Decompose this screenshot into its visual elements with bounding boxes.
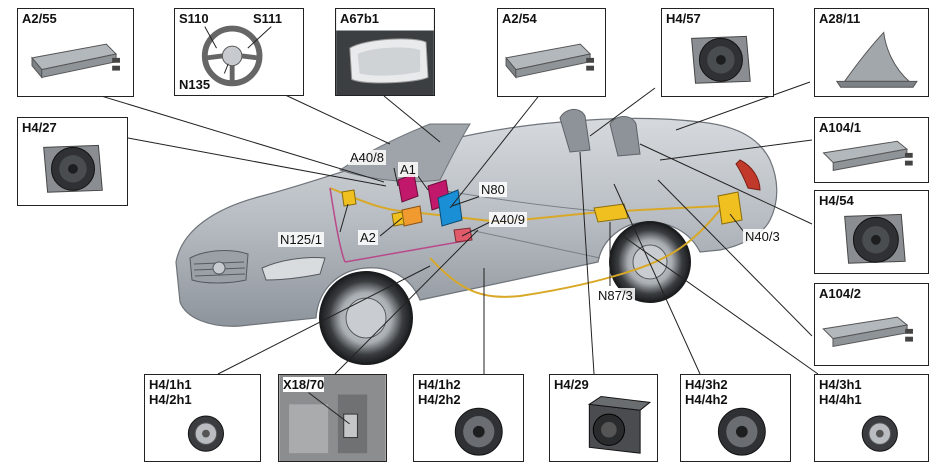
callout-a1: A1 <box>398 162 418 177</box>
label-h4-27: H4/27 <box>22 120 57 135</box>
antenna-module-icon <box>31 43 120 79</box>
box-h4-54: H4/54 <box>814 190 929 274</box>
label-a2-55: A2/55 <box>22 11 57 26</box>
label-h4-3h2: H4/3h2 <box>685 377 728 392</box>
box-a67b1: A67b1 <box>335 8 435 96</box>
label-a28-11: A28/11 <box>819 11 861 26</box>
box-h4-29: H4/29 <box>549 374 658 462</box>
label-n135: N135 <box>179 77 211 92</box>
label-h4-2h1: H4/2h1 <box>149 392 192 407</box>
box-h4-3h1: H4/3h1 H4/4h1 <box>814 374 929 462</box>
label-h4-4h1: H4/4h1 <box>819 392 862 407</box>
antenna-module-icon <box>822 316 913 348</box>
rearview-mirror-icon <box>336 9 434 95</box>
box-a2-54: A2/54 <box>497 8 606 97</box>
tweeter-icon <box>861 415 898 452</box>
steering-wheel-icon <box>201 25 272 87</box>
box-h4-3h2: H4/3h2 H4/4h2 <box>680 374 791 462</box>
label-h4-57: H4/57 <box>666 11 701 26</box>
speaker-icon <box>844 213 906 264</box>
label-h4-29: H4/29 <box>554 377 589 392</box>
label-h4-4h2: H4/4h2 <box>685 392 728 407</box>
box-a104-1: A104/1 <box>814 117 929 183</box>
label-a2-54: A2/54 <box>502 11 537 26</box>
label-x18-70: X18/70 <box>283 377 325 392</box>
box-x18-70: X18/70 <box>278 374 387 462</box>
box-h4-57: H4/57 <box>661 8 774 97</box>
antenna-module-icon <box>505 43 595 79</box>
callout-a40-8: A40/8 <box>348 150 386 165</box>
callout-a40-9: A40/9 <box>489 212 527 227</box>
speaker-icon <box>454 407 503 456</box>
label-s111: S111 <box>253 11 282 26</box>
tweeter-icon <box>187 415 224 452</box>
label-s110: S110 <box>179 11 209 26</box>
label-h4-3h1: H4/3h1 <box>819 377 862 392</box>
label-h4-54: H4/54 <box>819 193 854 208</box>
speaker-icon <box>691 35 751 84</box>
callout-a2: A2 <box>358 230 378 245</box>
label-a67b1: A67b1 <box>340 11 380 26</box>
connector-photo-icon <box>279 375 386 461</box>
label-a104-1: A104/1 <box>819 120 861 135</box>
callout-n125-1: N125/1 <box>278 232 324 247</box>
box-steering-wheel: S110 S111 N135 <box>174 8 304 96</box>
box-a2-55: A2/55 <box>17 8 134 97</box>
box-a28-11: A28/11 <box>814 8 929 97</box>
car-body <box>175 109 778 365</box>
box-h4-27: H4/27 <box>17 117 128 206</box>
box-a104-2: A104/2 <box>814 283 929 366</box>
box-h4-1h2: H4/1h2 H4/2h2 <box>413 374 524 462</box>
label-h4-1h2: H4/1h2 <box>418 377 461 392</box>
speaker-icon <box>717 407 766 456</box>
subwoofer-icon <box>587 395 652 454</box>
speaker-icon <box>43 144 103 193</box>
antenna-module-icon <box>822 140 913 171</box>
callout-n87-3: N87/3 <box>596 288 635 303</box>
label-a104-2: A104/2 <box>819 286 861 301</box>
label-h4-1h1: H4/1h1 <box>149 377 192 392</box>
callout-n80: N80 <box>479 182 507 197</box>
shark-fin-antenna-icon <box>835 31 918 88</box>
box-h4-1h1: H4/1h1 H4/2h1 <box>144 374 261 462</box>
label-h4-2h2: H4/2h2 <box>418 392 461 407</box>
leader-lines <box>74 81 819 375</box>
callout-n40-3: N40/3 <box>743 229 782 244</box>
